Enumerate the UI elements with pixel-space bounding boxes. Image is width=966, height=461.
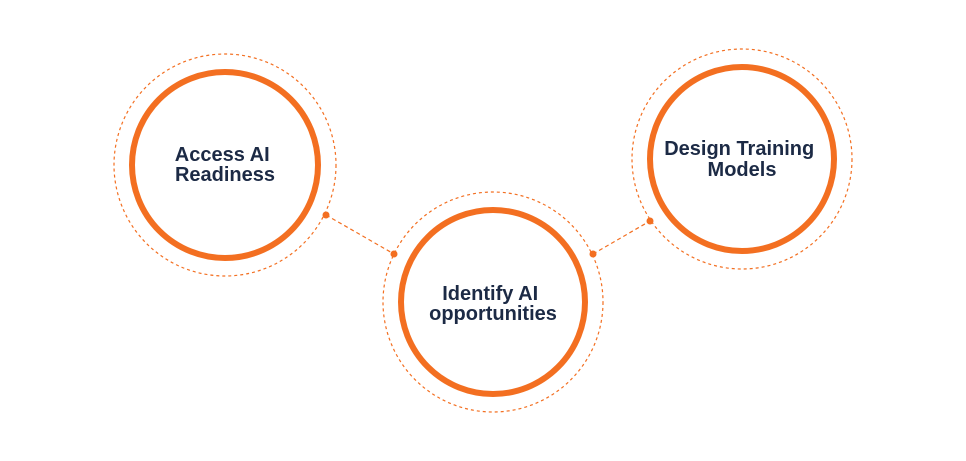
node-identify-ai-opportunities: Identify AI opportunities: [382, 191, 604, 413]
node-label-line-2: opportunities: [429, 303, 557, 325]
connector-dot: [390, 250, 398, 258]
node-label-line-2: Readiness: [175, 164, 275, 186]
node-access-ai-readiness: Access AI Readiness: [113, 53, 337, 277]
node-design-training-models: Design Training Models: [631, 48, 853, 270]
node-label: Design Training Models: [664, 138, 820, 181]
node-label: Access AI Readiness: [175, 144, 275, 186]
node-label-line-1: Design Training: [664, 138, 814, 160]
node-outer-dashed-ring: [113, 53, 337, 277]
node-ring: [398, 207, 588, 397]
connector-dot: [322, 211, 330, 219]
node-label-line-1: Identify AI: [442, 283, 538, 305]
node-ring: [647, 64, 837, 254]
connector-line-1: [325, 214, 395, 255]
node-label-line-2: Models: [708, 159, 777, 181]
node-label-line-1: Access AI: [175, 144, 270, 166]
node-ring: [129, 69, 321, 261]
node-outer-dashed-ring: [631, 48, 853, 270]
node-label: Identify AI opportunities: [429, 283, 557, 325]
node-outer-dashed-ring: [382, 191, 604, 413]
connector-line-2: [592, 220, 651, 255]
